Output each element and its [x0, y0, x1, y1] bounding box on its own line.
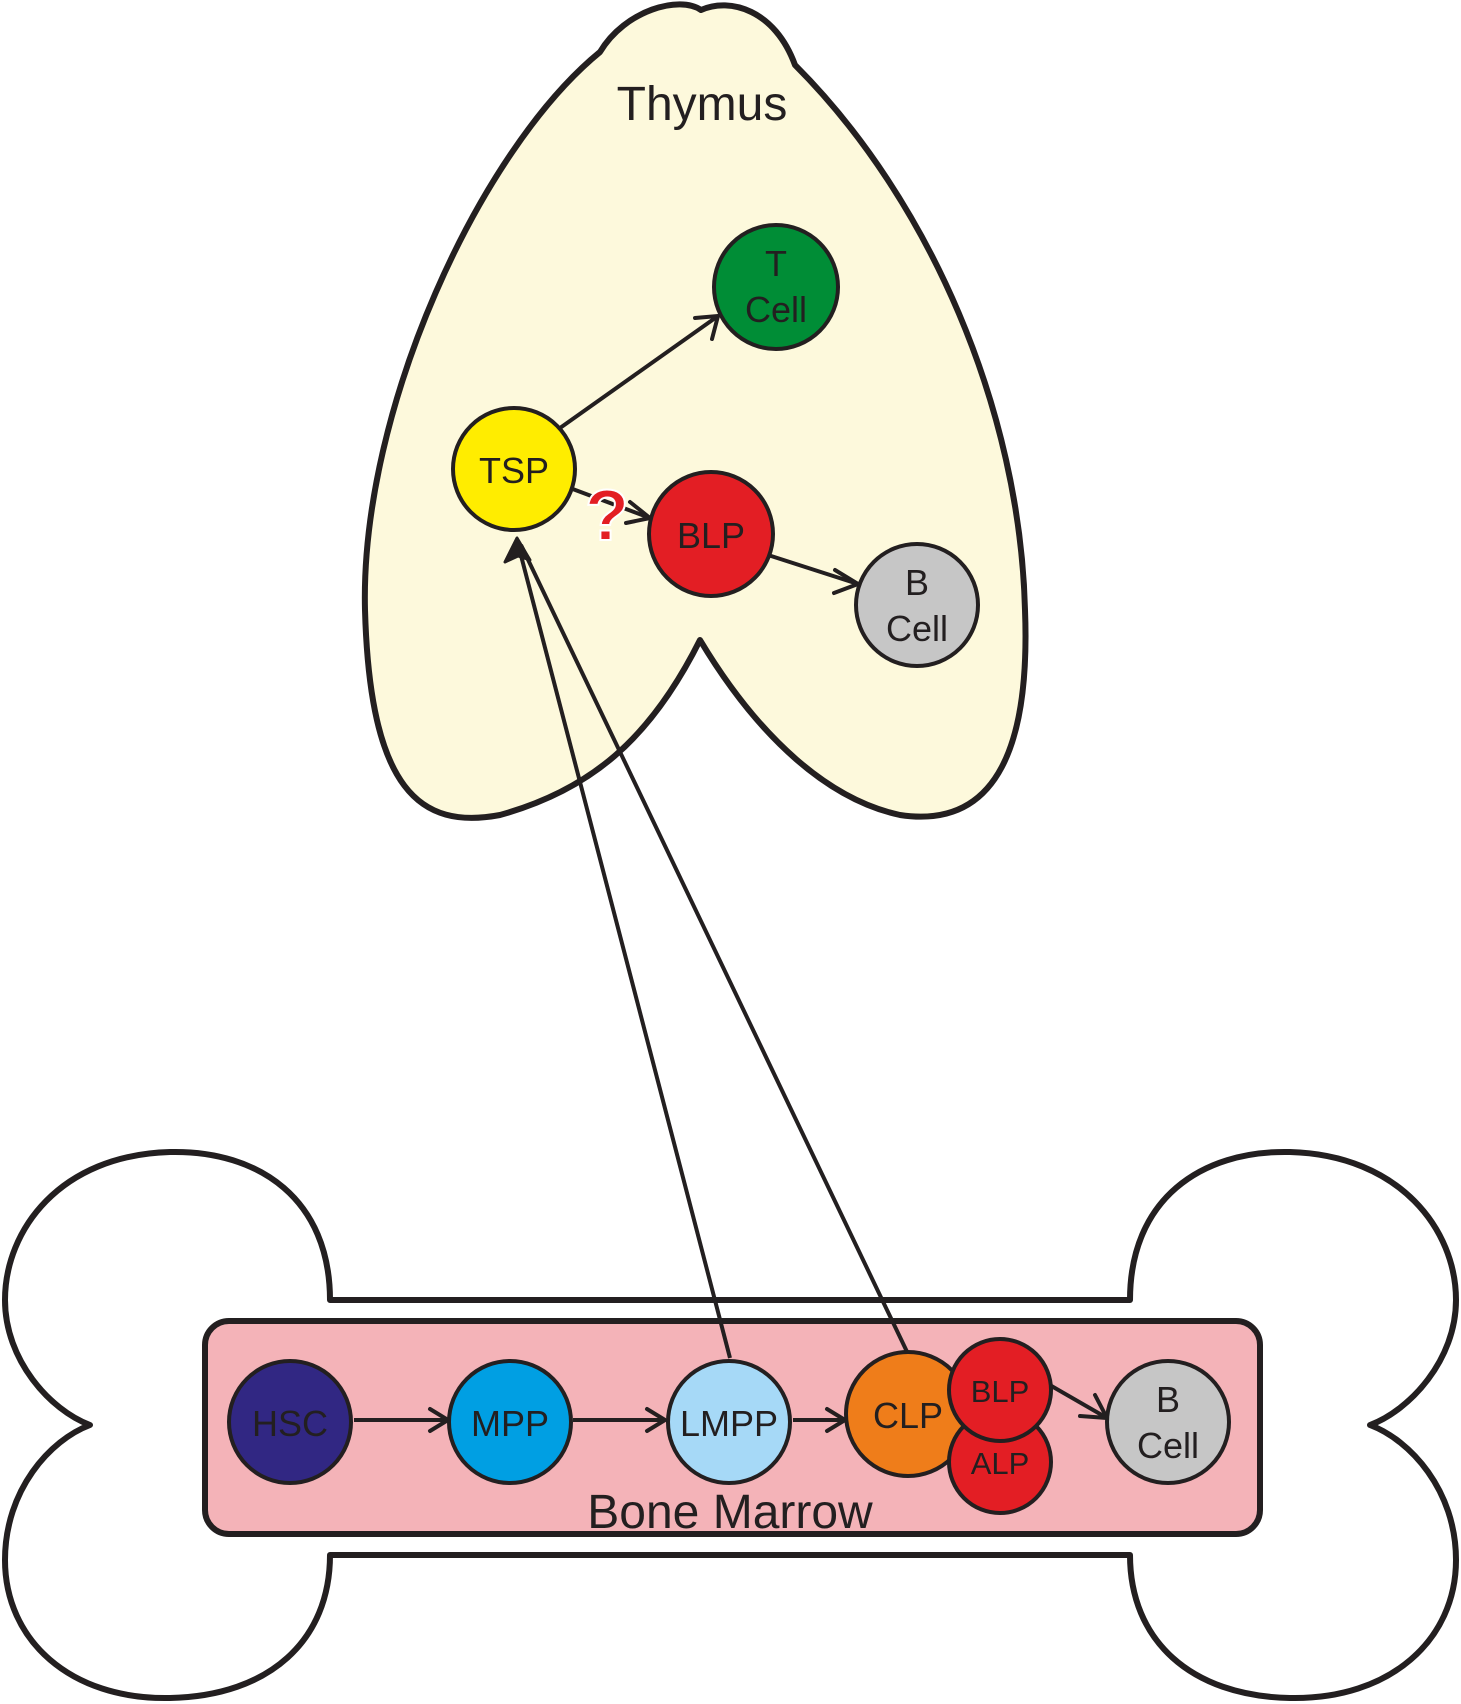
- thymus-cells: TSP T Cell BLP B Cell ?: [451, 223, 980, 668]
- clp-cell-label: CLP: [873, 1395, 943, 1436]
- marrow-b-cell-body: [1105, 1359, 1231, 1485]
- hsc-cell-label: HSC: [252, 1403, 328, 1444]
- thymus-b-cell-label-line1: B: [905, 562, 929, 603]
- tsp-to-blp-arrow: [569, 486, 651, 520]
- tsp-to-tcell-arrow: [558, 314, 720, 430]
- mpp-to-lmpp-arrowhead: [645, 1407, 667, 1433]
- migration-arrows: [503, 536, 912, 1359]
- alp-cell-label: ALP: [971, 1446, 1030, 1481]
- tsp-incoming-arrowhead: [503, 536, 532, 564]
- marrow-blp-cell: BLP: [947, 1337, 1053, 1443]
- hsc-cell-body: [227, 1359, 353, 1485]
- blp-to-bcell-arrow: [767, 553, 859, 586]
- marrow-b-cell-label-line2: Cell: [1137, 1425, 1199, 1466]
- lmpp-cell-body: [666, 1359, 792, 1485]
- mpp-cell-label: MPP: [471, 1403, 549, 1444]
- thymus-blp-cell-label: BLP: [677, 515, 745, 556]
- thymus-organ: Thymus: [361, 1, 1029, 821]
- thymus-b-cell: B Cell: [854, 542, 980, 668]
- tsp-cell-label: TSP: [479, 450, 549, 491]
- bone-marrow-label: Bone Marrow: [587, 1486, 873, 1539]
- thymus-b-cell-body: [854, 542, 980, 668]
- marrow-cells: HSC MPP LMPP CLP ALP BLP B Cell: [227, 1337, 1231, 1515]
- uncertain-question-mark: ?: [585, 476, 629, 556]
- marrow-b-cell-label-line1: B: [1156, 1379, 1180, 1420]
- thymus-blp-cell: BLP: [647, 470, 775, 598]
- tsp-cell: TSP: [451, 406, 577, 532]
- marrow-blp-cell-body: [947, 1337, 1053, 1443]
- hsc-cell: HSC: [227, 1359, 353, 1485]
- clp-to-tsp-arrow: [519, 544, 912, 1359]
- lmpp-cell-label: LMPP: [680, 1403, 778, 1444]
- t-cell-body: [712, 223, 840, 351]
- mpp-cell: MPP: [447, 1359, 573, 1485]
- thymus-b-cell-label-line2: Cell: [886, 608, 948, 649]
- t-cell: T Cell: [712, 223, 840, 351]
- alp-cell: ALP: [947, 1409, 1053, 1515]
- blp-to-bcell-marrow-arrow: [1047, 1382, 1108, 1420]
- t-cell-label-line1: T: [765, 243, 787, 284]
- marrow-blp-cell-label: BLP: [971, 1374, 1030, 1409]
- lmpp-to-tsp-arrow: [516, 543, 732, 1359]
- t-cell-label-line2: Cell: [745, 289, 807, 330]
- lmpp-cell: LMPP: [666, 1359, 792, 1485]
- thymus-blp-cell-body: [647, 470, 775, 598]
- marrow-b-cell: B Cell: [1105, 1359, 1231, 1485]
- thymus-label: Thymus: [617, 78, 788, 131]
- mpp-cell-body: [447, 1359, 573, 1485]
- clp-cell: CLP: [844, 1350, 972, 1478]
- tsp-to-tcell-arrowhead: [693, 314, 720, 341]
- tsp-cell-body: [451, 406, 577, 532]
